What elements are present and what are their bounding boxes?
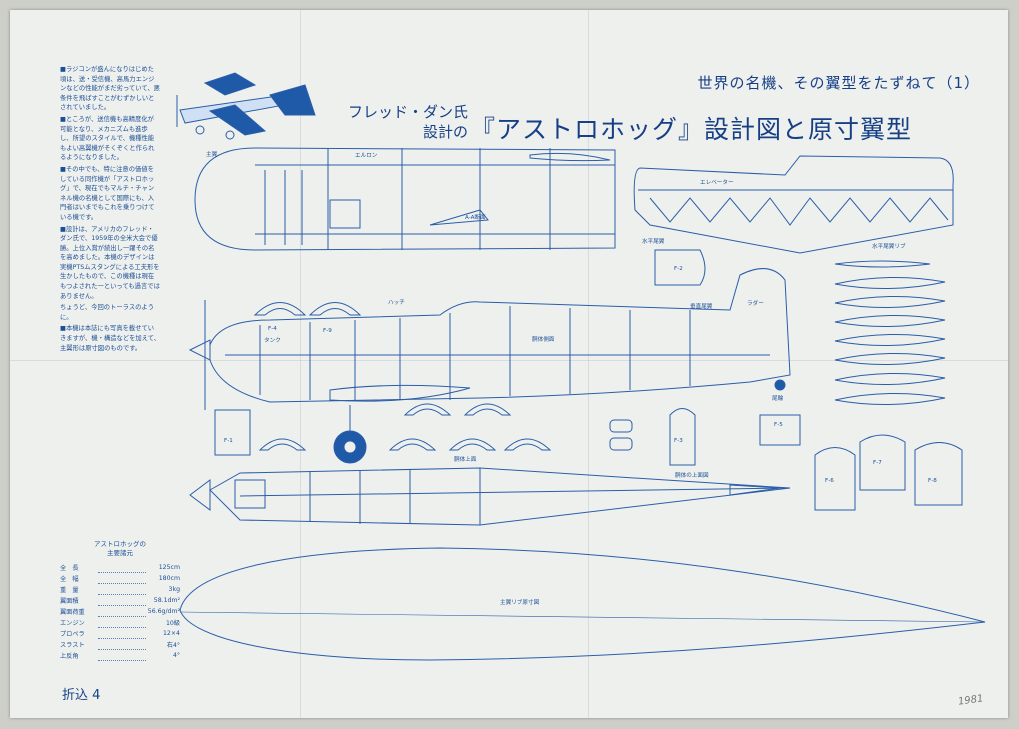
- label-f1: F-1: [224, 438, 233, 444]
- intro-text: ■ラジコンが盛んになりはじめた頃は、送・受信機、高馬力エンジンなどの性能がまだ劣…: [60, 65, 160, 355]
- spec-value: 58.1dm²: [153, 596, 180, 604]
- former-f7: [859, 434, 906, 491]
- label-f5: F-5: [774, 422, 783, 428]
- intro-paragraph: ■その中でも、特に注意の価値をしている同作機が「アストロホッグ」で、現在でもマル…: [60, 165, 155, 221]
- wing-rib-airfoil: [179, 547, 986, 661]
- series-title: 世界の名機、その翼型をたずねて（1）: [697, 74, 980, 92]
- spec-label: プロペラ: [60, 630, 85, 638]
- spec-label: 全 長: [60, 564, 79, 572]
- blueprint-drawing: [176, 72, 986, 661]
- spec-row: 全 長 125cm: [60, 562, 180, 573]
- label-v-stab: 垂直尾翼: [690, 304, 713, 310]
- label-rib-fullsize: 主翼リブ原寸図: [500, 600, 540, 606]
- label-elevator: エレベーター: [700, 180, 734, 186]
- plane-illustration-icon: [176, 72, 316, 140]
- tail-wheel-icon: [774, 379, 786, 391]
- label-tail-wheel: 尾輪: [772, 396, 784, 402]
- elevator-drawing: [633, 155, 954, 254]
- fuselage-top-drawing: [189, 467, 791, 526]
- label-f8: F-8: [928, 478, 937, 484]
- blueprint-sheet: ■ラジコンが盛んになりはじめた頃は、送・受信機、高馬力エンジンなどの性能がまだ劣…: [10, 10, 1008, 718]
- specs-heading: アストロホッグの: [94, 540, 146, 548]
- former-f3: [669, 408, 696, 466]
- spec-label: 重 量: [60, 586, 79, 594]
- spec-label: スラスト: [60, 641, 85, 649]
- label-tail-ribs: 水平尾翼リブ: [872, 244, 906, 250]
- label-f7: F-7: [873, 460, 882, 466]
- formers-row-top: [253, 302, 362, 316]
- spec-label: 上反角: [60, 652, 79, 660]
- label-f6: F-6: [825, 478, 834, 484]
- spec-row: プロペラ 12×4: [60, 627, 180, 639]
- intro-paragraph: ■ラジコンが盛んになりはじめた頃は、送・受信機、高馬力エンジンなどの性能がまだ劣…: [60, 66, 160, 112]
- label-fuselage-top: 胴体上面: [454, 457, 477, 463]
- spec-value: 180cm: [158, 574, 180, 582]
- spec-label: 翼面積: [60, 597, 79, 605]
- label-fuselage-side: 胴体側面: [532, 337, 555, 343]
- label-rudder: ラダー: [747, 301, 764, 307]
- spec-row: 上反角 4°: [60, 649, 180, 661]
- spec-label: 全 幅: [60, 575, 79, 583]
- specs-table: アストロホッグの 主要諸元 全 長 125cm 全 幅 180cm 重 量 3kg 翼…: [60, 540, 180, 661]
- main-title: 『アストロホッグ』設計図と原寸翼型: [470, 115, 913, 144]
- label-section-a: A-A断面: [465, 215, 486, 221]
- label-tank: タンク: [264, 338, 281, 344]
- label-hatch: ハッチ: [388, 300, 405, 306]
- formers-row-bottom: [258, 403, 552, 451]
- designer-line: フレッド・ダン氏: [347, 103, 468, 121]
- label-aileron: エルロン: [355, 153, 378, 159]
- former-f8: [914, 442, 963, 506]
- main-wing-drawing: [194, 147, 616, 251]
- spec-value: 10級: [165, 619, 180, 627]
- former-f5: [759, 414, 801, 446]
- former-f6: [814, 447, 856, 511]
- label-f4: F-4: [268, 326, 277, 332]
- spec-value: 12×4: [163, 629, 180, 637]
- spec-value: 3kg: [168, 585, 180, 593]
- intro-paragraph: ■設計は、アメリカのフレッド・ダン氏で、1959年の全米大会で優勝。上位入賞が続…: [60, 225, 160, 300]
- page-number: 折込 4: [62, 688, 101, 703]
- spec-value: 4°: [172, 651, 180, 659]
- spec-label: エンジン: [60, 619, 85, 627]
- former-f1: [214, 409, 251, 456]
- spec-row: 翼面荷重 56.6g/dm²: [60, 605, 180, 617]
- spec-label: 翼面荷重: [60, 608, 85, 616]
- label-h-stab: 水平尾翼: [642, 239, 665, 245]
- label-top-view: 胴体の上面図: [675, 473, 709, 479]
- former-f2: [654, 249, 706, 286]
- fuselage-side-drawing: [188, 268, 791, 410]
- label-f9: F-9: [323, 328, 332, 334]
- label-f2: F-2: [674, 266, 683, 272]
- label-f3: F-3: [674, 438, 683, 444]
- intro-paragraph: ■ところが、送信機も高精度化が可能となり、メカニズムも進歩し、所望のスタイルで、…: [60, 115, 155, 162]
- spec-value: 右4°: [166, 641, 180, 649]
- spec-row: 全 幅 180cm: [60, 572, 180, 584]
- intro-paragraph: ■本機は本誌にも写真を載せていきますが、機・構造などを加えて、主翼形は原寸図のも…: [60, 325, 160, 352]
- spec-value: 125cm: [158, 563, 180, 571]
- spec-row: スラスト 右4°: [60, 638, 180, 650]
- spec-row: 重 量 3kg: [60, 583, 180, 595]
- spec-row: 翼面積 58.1dm²: [60, 594, 180, 606]
- tail-ribs-drawing: [834, 260, 946, 406]
- specs-subheading: 主要諸元: [107, 549, 133, 557]
- designer-credit: フレッド・ダン氏 設計の: [328, 102, 468, 142]
- designer-line: 設計の: [422, 123, 468, 141]
- intro-paragraph: ちょうど、今回のトーラスのように。: [60, 304, 155, 321]
- spec-value: 56.6g/dm²: [147, 607, 180, 615]
- label-main-wing: 主翼: [206, 152, 218, 158]
- specs-rows: 全 長 125cm 全 幅 180cm 重 量 3kg 翼面積 58.1dm² 翼面荷重…: [60, 562, 180, 661]
- spec-row: エンジン 10級: [60, 616, 180, 628]
